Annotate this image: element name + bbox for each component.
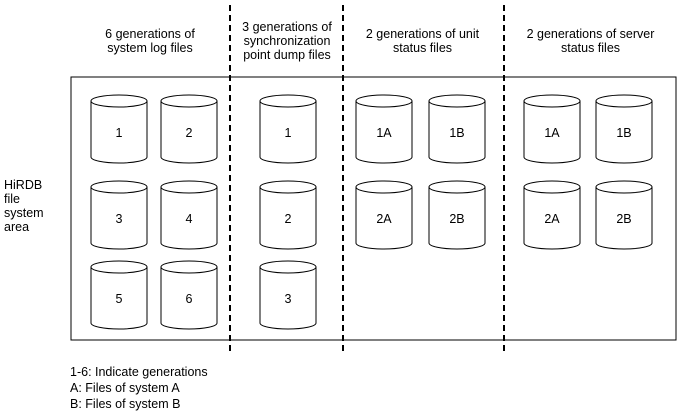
file-cylinder: 3 — [90, 180, 148, 250]
cylinder-label: 1B — [449, 126, 464, 140]
file-cylinder: 5 — [90, 260, 148, 330]
file-cylinder: 1B — [595, 94, 653, 164]
file-cylinder: 2 — [160, 94, 218, 164]
side-label: HiRDB file system area — [4, 178, 44, 234]
file-cylinder: 2B — [595, 180, 653, 250]
legend-line-3: B: Files of system B — [70, 397, 181, 411]
cylinder-label: 1A — [376, 126, 392, 140]
file-cylinder: 2 — [259, 180, 317, 250]
file-cylinder: 1 — [90, 94, 148, 164]
header-sync-point-dump: 3 generations of synchronization point d… — [242, 20, 332, 62]
file-cylinder: 4 — [160, 180, 218, 250]
file-cylinder: 1 — [259, 94, 317, 164]
cylinder-label: 2A — [376, 212, 392, 226]
legend-line-1: 1-6: Indicate generations — [70, 365, 208, 379]
file-cylinder: 3 — [259, 260, 317, 330]
file-cylinder: 6 — [160, 260, 218, 330]
hirdb-area-box — [70, 76, 677, 341]
file-cylinder: 2B — [428, 180, 486, 250]
cylinder-label: 1B — [616, 126, 631, 140]
file-cylinder: 1A — [523, 94, 581, 164]
cylinder-label: 3 — [285, 292, 292, 306]
cylinder-label: 2B — [616, 212, 631, 226]
header-system-log: 6 generations of system log files — [105, 27, 195, 55]
cylinder-label: 2 — [186, 126, 193, 140]
cylinder-label: 2B — [449, 212, 464, 226]
file-cylinder: 1B — [428, 94, 486, 164]
file-cylinder: 2A — [523, 180, 581, 250]
header-server-status: 2 generations of server status files — [526, 27, 655, 55]
file-cylinder: 2A — [355, 180, 413, 250]
cylinder-label: 2 — [285, 212, 292, 226]
cylinder-label: 2A — [544, 212, 560, 226]
cylinder-label: 5 — [116, 292, 123, 306]
cylinder-label: 3 — [116, 212, 123, 226]
cylinder-label: 1 — [116, 126, 123, 140]
cylinder-label: 1A — [544, 126, 560, 140]
header-unit-status: 2 generations of unit status files — [365, 27, 480, 55]
file-cylinder: 1A — [355, 94, 413, 164]
cylinder-label: 6 — [186, 292, 193, 306]
legend-line-2: A: Files of system A — [70, 381, 180, 395]
cylinder-label: 1 — [285, 126, 292, 140]
cylinder-label: 4 — [186, 212, 193, 226]
